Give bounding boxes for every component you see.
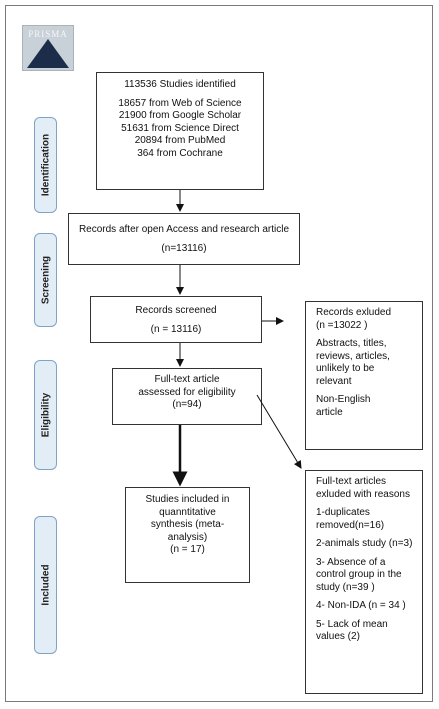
screened-box-line: Records screened [135,305,217,316]
stage-eligibility: Eligibility [34,360,57,470]
after-filter-box-line: Records after open Access and research a… [78,224,290,235]
excluded-fulltext-box-line: 5- Lack of mean [316,618,388,630]
included-box-line: analysis) [167,531,208,543]
excluded-fulltext-box-line: study (n=39 ) [316,581,375,593]
excluded-records-box-line: Records exluded [316,307,392,318]
excluded-records-box-line: article [316,406,343,418]
after-filter-box: Records after open Access and research a… [68,213,300,265]
excluded-fulltext-box-line: 4- Non-IDA (n = 34 ) [316,600,406,611]
figure-frame [5,5,433,702]
identified-box-line: 364 from Cochrane [137,147,223,159]
excluded-records-box-line: (n =13022 ) [316,319,368,331]
prisma-triangle-icon [27,39,69,68]
excluded-records-box-line: unlikely to be [316,363,375,374]
included-box-line: quanntitative [159,506,216,518]
included-box-line: synthesis (meta- [150,519,225,530]
identified-box-line: 113536 Studies identified [124,79,236,90]
excluded-fulltext-box-line: 2-animals study (n=3) [316,538,413,549]
after-filter-box-line: (n=13116) [161,242,207,254]
included-box-line: (n = 17) [170,544,205,555]
excluded-fulltext-box-line: control group in the [316,569,402,580]
screened-box-line: (n = 13116) [150,323,202,335]
stage-identification: Identification [34,117,57,213]
fulltext-box-line: Full-text article [154,374,220,385]
identified-box-line: 20894 from PubMed [134,135,226,146]
fulltext-box-line: (n=94) [172,399,202,410]
stage-included: Included [34,516,57,654]
identified-box-line: 21900 from Google Scholar [118,110,242,121]
excluded-fulltext-box-line: exluded with reasons [316,488,410,500]
stage-screening: Screening [34,233,57,327]
excluded-fulltext-box-line: 3- Absence of a [316,556,386,568]
arrow-fulltext-to-excluded [256,394,302,469]
identified-box-line: 18657 from Web of Science [118,97,242,109]
excluded-fulltext-box-line: removed(n=16) [316,519,385,531]
prisma-logo: PRISMA [22,25,74,71]
excluded-records-box-line: reviews, articles, [316,350,390,362]
excluded-fulltext-box-line: Full-text articles [316,476,387,487]
excluded-records-box-line: Non-English [316,394,371,405]
excluded-records-box-line: relevant [316,375,352,387]
screened-box: Records screened (n = 13116) [90,296,262,343]
fulltext-box-line: assessed for eligibility [138,386,236,398]
excluded-fulltext-box-line: 1-duplicates [316,507,370,518]
identified-box-line: 51631 from Science Direct [121,122,239,134]
excluded-records-box: Records exluded(n =13022 ) Abstracts, tit… [305,301,423,450]
included-box-line: Studies included in [145,494,230,505]
prisma-logo-text: PRISMA [28,29,68,39]
excluded-fulltext-box-line: values (2) [316,631,360,642]
identified-box: 113536 Studies identified 18657 from Web … [96,72,264,190]
excluded-records-box-line: Abstracts, titles, [316,338,387,349]
